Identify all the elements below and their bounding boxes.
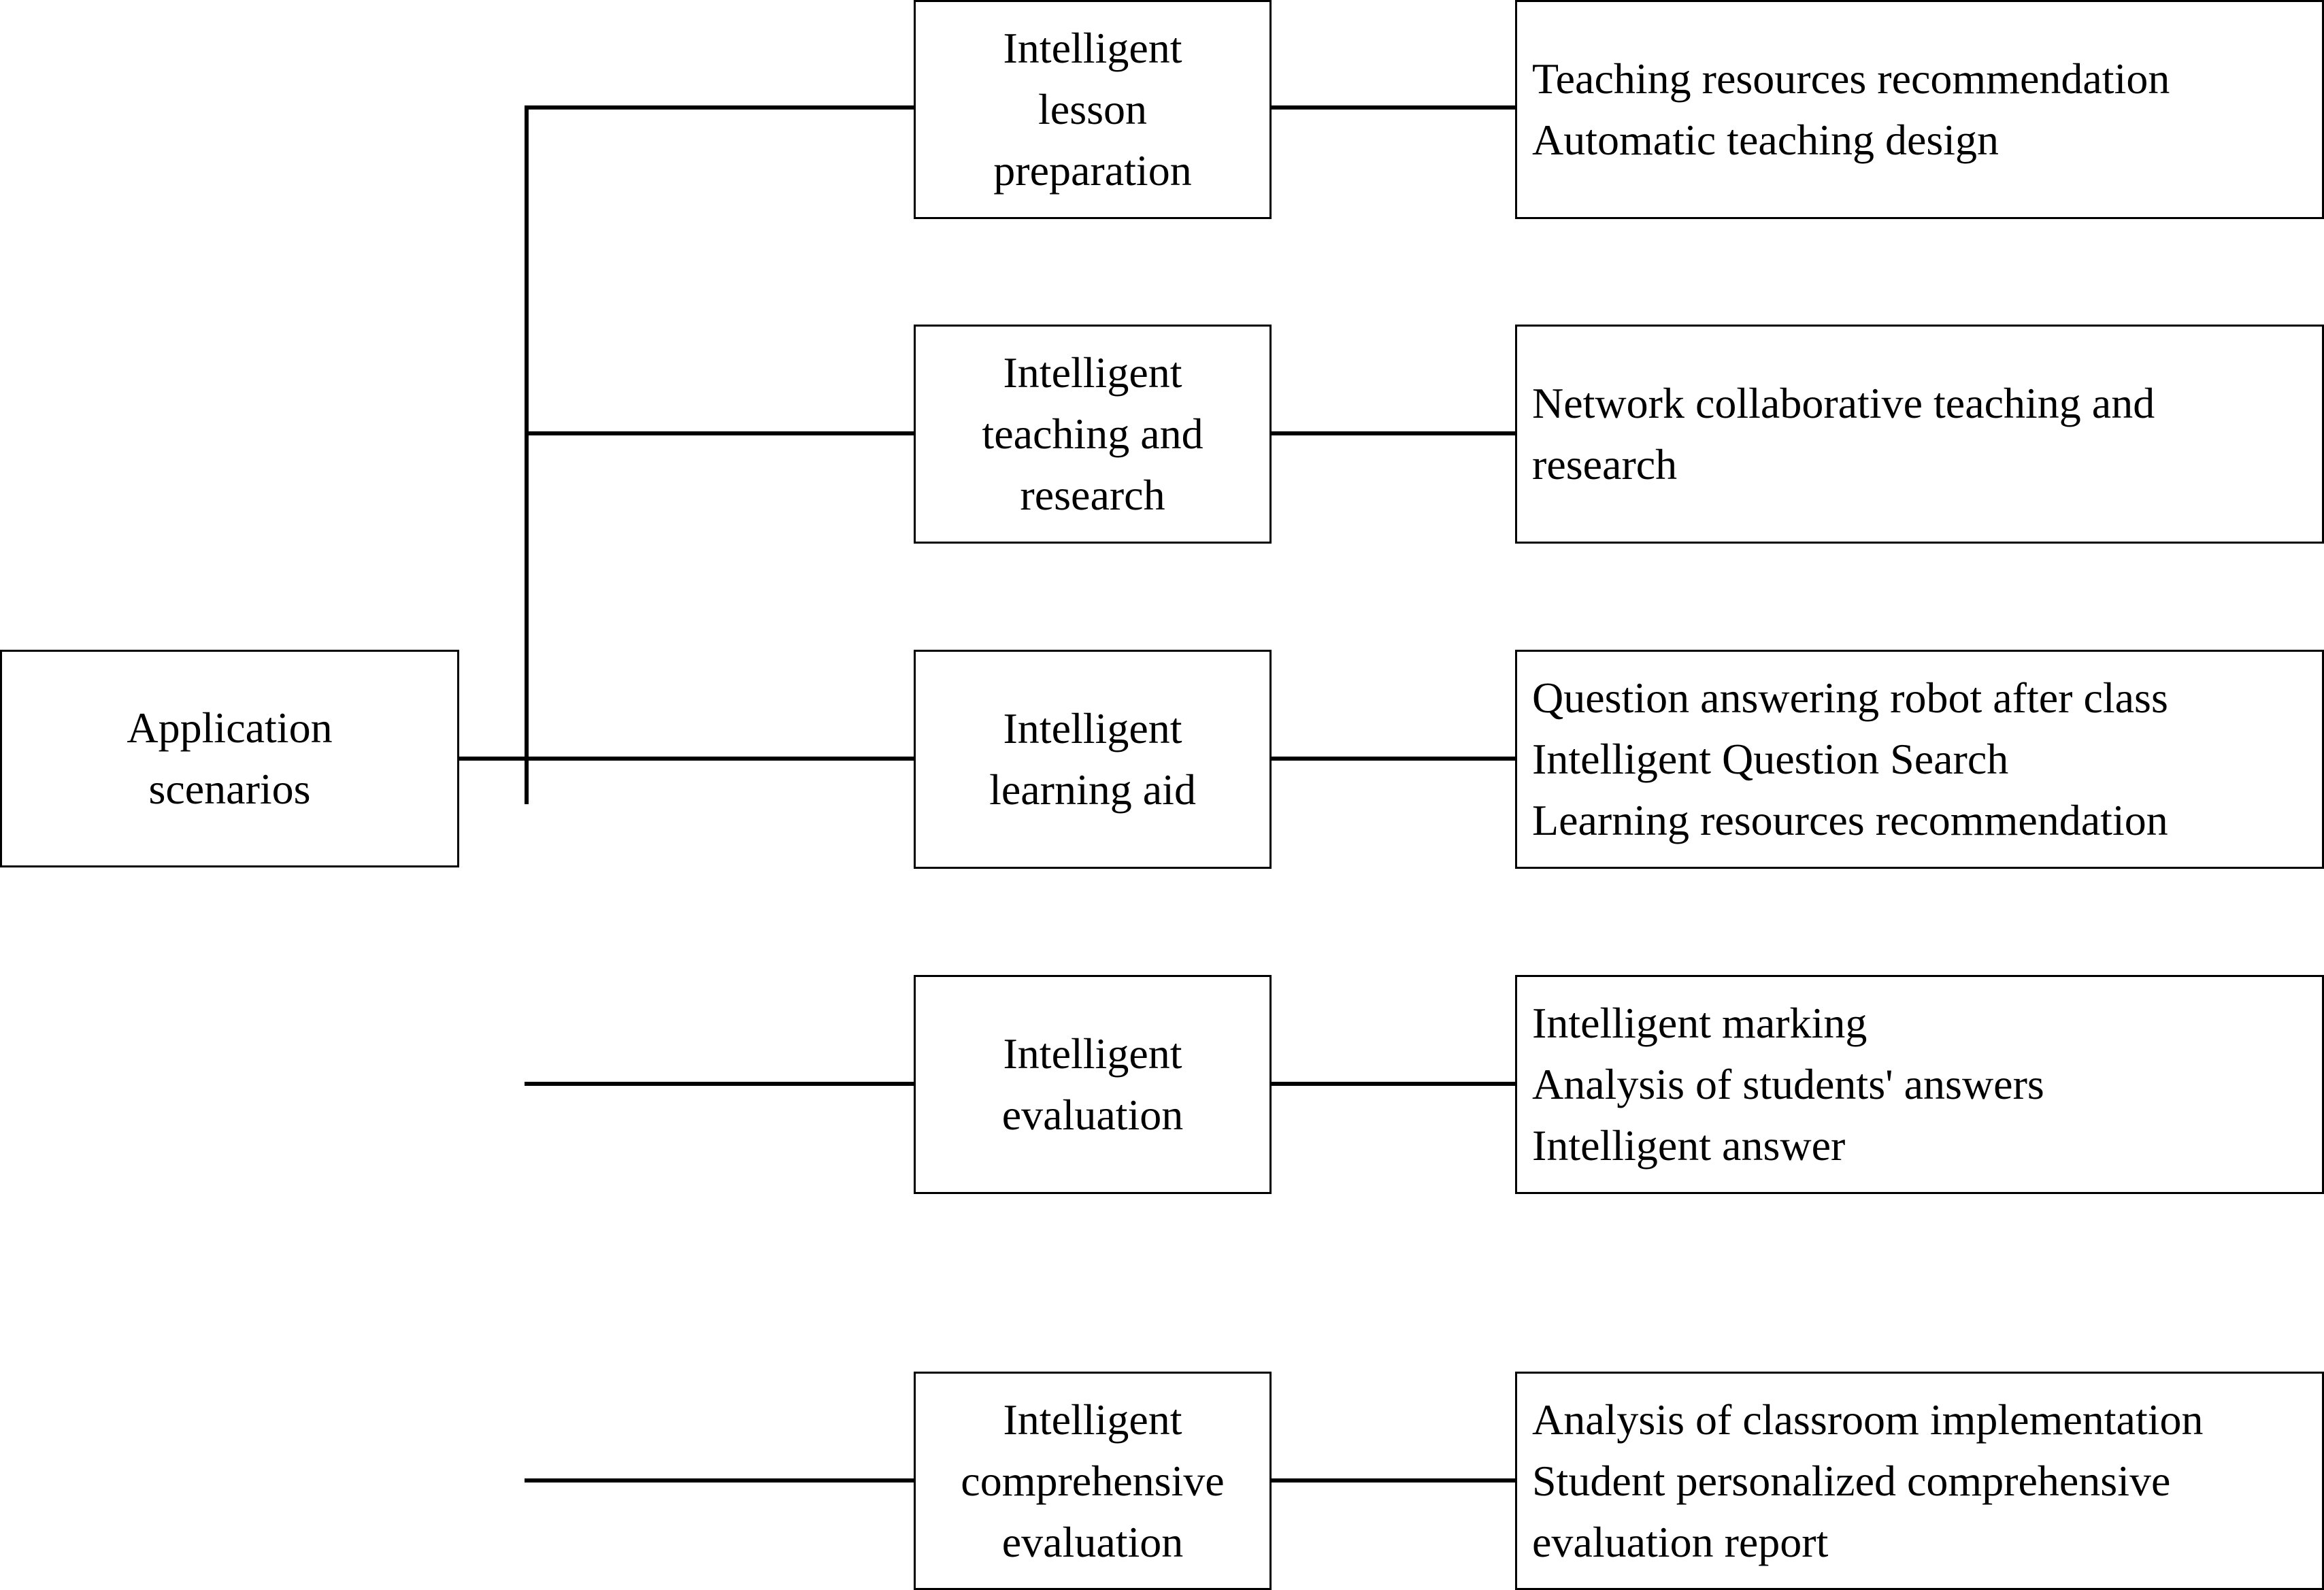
category-node-comprehensive-evaluation: Intelligent comprehensive evaluation [914,1372,1272,1590]
detail-line: Analysis of classroom implementation [1532,1395,2204,1444]
detail-node-learning-aid: Question answering robot after class Int… [1515,650,2324,869]
detail-connector-4 [1269,1082,1517,1086]
root-node: Application scenarios [0,650,459,867]
detail-connector-3 [1269,757,1517,761]
detail-connector-2 [1269,431,1517,435]
root-connector [457,757,528,761]
branch-connector-2 [525,431,916,435]
detail-line: research [1532,440,1678,488]
branch-connector-4 [525,1082,916,1086]
category-node-teaching-research: Intelligent teaching and research [914,325,1272,544]
category-line: evaluation [1001,1091,1184,1139]
detail-line: evaluation report [1532,1517,1829,1566]
category-line: teaching and [982,410,1204,458]
branch-connector-3 [525,757,916,761]
category-node-evaluation: Intelligent evaluation [914,975,1272,1194]
detail-line: Intelligent marking [1532,999,1868,1047]
detail-line: Intelligent Question Search [1532,735,2009,783]
detail-line: Network collaborative teaching and [1532,379,2155,427]
category-line: Intelligent [1003,704,1182,752]
detail-line: Question answering robot after class [1532,674,2168,722]
detail-line: Teaching resources recommendation [1532,54,2170,103]
category-line: comprehensive [961,1456,1225,1505]
detail-node-evaluation: Intelligent marking Analysis of students… [1515,975,2324,1194]
detail-node-lesson-preparation: Teaching resources recommendation Automa… [1515,0,2324,219]
category-line: Intelligent [1003,1029,1182,1078]
category-line: lesson [1038,85,1147,133]
category-node-learning-aid: Intelligent learning aid [914,650,1272,869]
branch-connector-5 [525,1478,916,1483]
category-line: evaluation [1001,1517,1184,1566]
detail-node-teaching-research: Network collaborative teaching and resea… [1515,325,2324,544]
detail-line: Student personalized comprehensive [1532,1456,2171,1505]
detail-line: Analysis of students' answers [1532,1060,2044,1108]
category-line: Intelligent [1003,24,1182,72]
detail-line: Automatic teaching design [1532,116,1999,164]
detail-node-comprehensive-evaluation: Analysis of classroom implementation Stu… [1515,1372,2324,1590]
category-node-lesson-preparation: Intelligent lesson preparation [914,0,1272,219]
detail-line: Learning resources recommendation [1532,796,2168,844]
root-node-line: scenarios [148,765,311,813]
category-line: learning aid [989,765,1196,814]
trunk-line [525,105,529,804]
detail-line: Intelligent answer [1532,1121,1846,1170]
detail-connector-5 [1269,1478,1517,1483]
category-line: Intelligent [1003,348,1182,397]
branch-connector-1 [525,105,916,110]
root-node-line: Application [127,703,333,752]
category-line: research [1020,471,1165,519]
detail-connector-1 [1269,105,1517,110]
category-line: preparation [993,146,1192,195]
category-line: Intelligent [1003,1395,1182,1444]
